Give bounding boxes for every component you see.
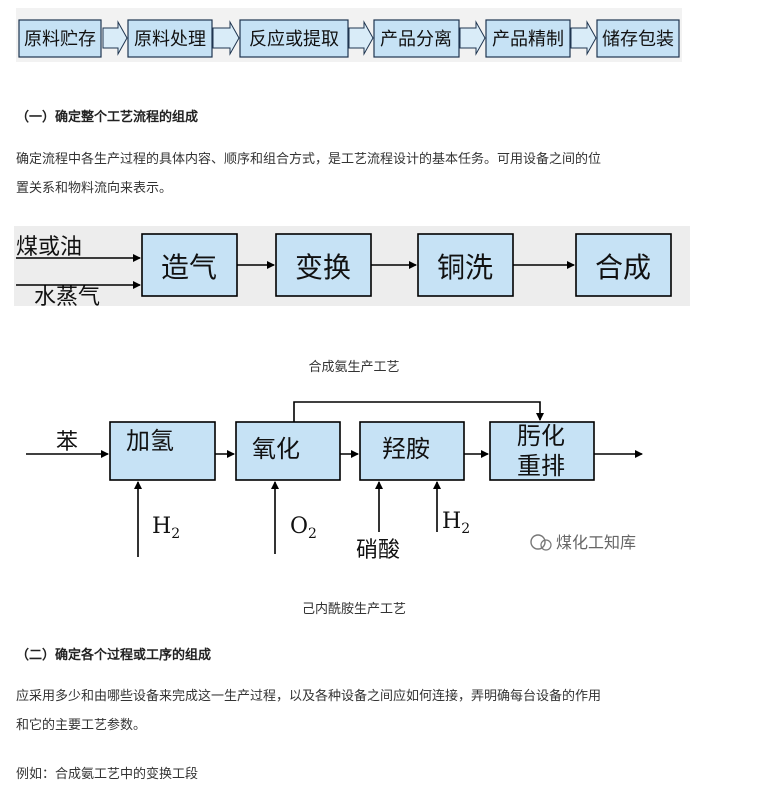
- caprolactam-box-4: 肟化 重排: [489, 421, 595, 481]
- paragraph-line: 应采用多少和由哪些设备来完成这一生产过程，以及各种设备之间应如何连接，弄明确每台…: [16, 689, 602, 704]
- ammonia-box-label: 造气: [161, 251, 217, 284]
- ammonia-process-diagram: 煤或油 水蒸气 造气 变换 铜洗 合成: [14, 226, 690, 310]
- ammonia-box-label: 铜洗: [437, 251, 493, 284]
- flow-step-label: 储存包装: [602, 29, 674, 50]
- caprolactam-box-1: 加氢: [109, 421, 216, 481]
- flow-step-label: 反应或提取: [249, 29, 339, 50]
- caprolactam-box-label: 重排: [517, 452, 565, 480]
- ammonia-box-1: 造气: [141, 233, 238, 297]
- caprolactam-box-label: 氧化: [252, 435, 300, 463]
- paragraph-line: 置关系和物料流向来表示。: [16, 181, 173, 196]
- flow-arrow-icon: [459, 20, 486, 56]
- svg-text:煤化工知库: 煤化工知库: [556, 533, 636, 552]
- example-line: 例如：合成氨工艺中的变换工段: [16, 767, 199, 782]
- flow-step-2: 原料处理: [127, 19, 213, 58]
- caprolactam-box-label: 肟化: [517, 422, 565, 450]
- caprolactam-caption: 己内酰胺生产工艺: [301, 602, 406, 617]
- ammonia-input-1: 煤或油: [16, 235, 82, 260]
- top-process-flow: 原料贮存 原料处理 反应或提取 产品分离 产品精制 储存包装: [16, 8, 682, 62]
- flow-step-3: 反应或提取: [239, 19, 349, 58]
- ammonia-box-label: 合成: [595, 251, 651, 284]
- caprolactam-input-o2: O2: [290, 514, 317, 542]
- flow-step-label: 产品精制: [492, 29, 564, 50]
- flow-step-1: 原料贮存: [18, 19, 102, 58]
- flow-step-5: 产品精制: [485, 19, 571, 58]
- flow-step-label: 产品分离: [380, 29, 452, 50]
- flow-arrow-icon: [570, 20, 597, 56]
- ammonia-input-2: 水蒸气: [34, 285, 100, 310]
- flow-arrow-icon: [348, 20, 374, 56]
- flow-step-6: 储存包装: [596, 19, 680, 58]
- ammonia-box-4: 合成: [575, 233, 672, 297]
- caprolactam-input-nitric-acid: 硝酸: [356, 538, 400, 563]
- ammonia-box-label: 变换: [295, 251, 351, 284]
- section-heading-2: （二）确定各个过程或工序的组成: [16, 648, 212, 663]
- caprolactam-box-label: 羟胺: [382, 435, 430, 463]
- caprolactam-process-diagram: 苯 加氢 氧化 羟胺 肟化 重排 H2 O2 硝酸 H2 煤化工知库: [26, 401, 643, 563]
- paragraph-line: 确定流程中各生产过程的具体内容、顺序和组合方式，是工艺流程设计的基本任务。可用设…: [16, 152, 602, 167]
- flow-arrow-icon: [102, 20, 128, 56]
- caprolactam-feed: 苯: [56, 430, 78, 455]
- flow-step-4: 产品分离: [373, 19, 460, 58]
- section-paragraph-2: 应采用多少和由哪些设备来完成这一生产过程，以及各种设备之间应如何连接，弄明确每台…: [16, 682, 766, 740]
- section-heading-1: （一）确定整个工艺流程的组成: [16, 110, 199, 125]
- caprolactam-box-label: 加氢: [126, 427, 174, 455]
- caprolactam-box-2: 氧化: [235, 421, 341, 481]
- caprolactam-input-h2: H2: [152, 514, 180, 542]
- ammonia-caption: 合成氨生产工艺: [308, 360, 400, 375]
- flow-arrow-icon: [212, 20, 240, 56]
- wechat-icon: [530, 534, 546, 550]
- ammonia-box-3: 铜洗: [417, 233, 514, 297]
- section-paragraph-1: 确定流程中各生产过程的具体内容、顺序和组合方式，是工艺流程设计的基本任务。可用设…: [16, 145, 766, 203]
- flow-step-label: 原料贮存: [24, 29, 96, 50]
- caprolactam-box-3: 羟胺: [359, 421, 465, 481]
- watermark-logo: 煤化工知库: [530, 533, 636, 552]
- caprolactam-input-h2-2: H2: [442, 509, 470, 537]
- ammonia-box-2: 变换: [275, 233, 372, 297]
- flow-step-label: 原料处理: [134, 29, 206, 50]
- paragraph-line: 和它的主要工艺参数。: [16, 718, 147, 733]
